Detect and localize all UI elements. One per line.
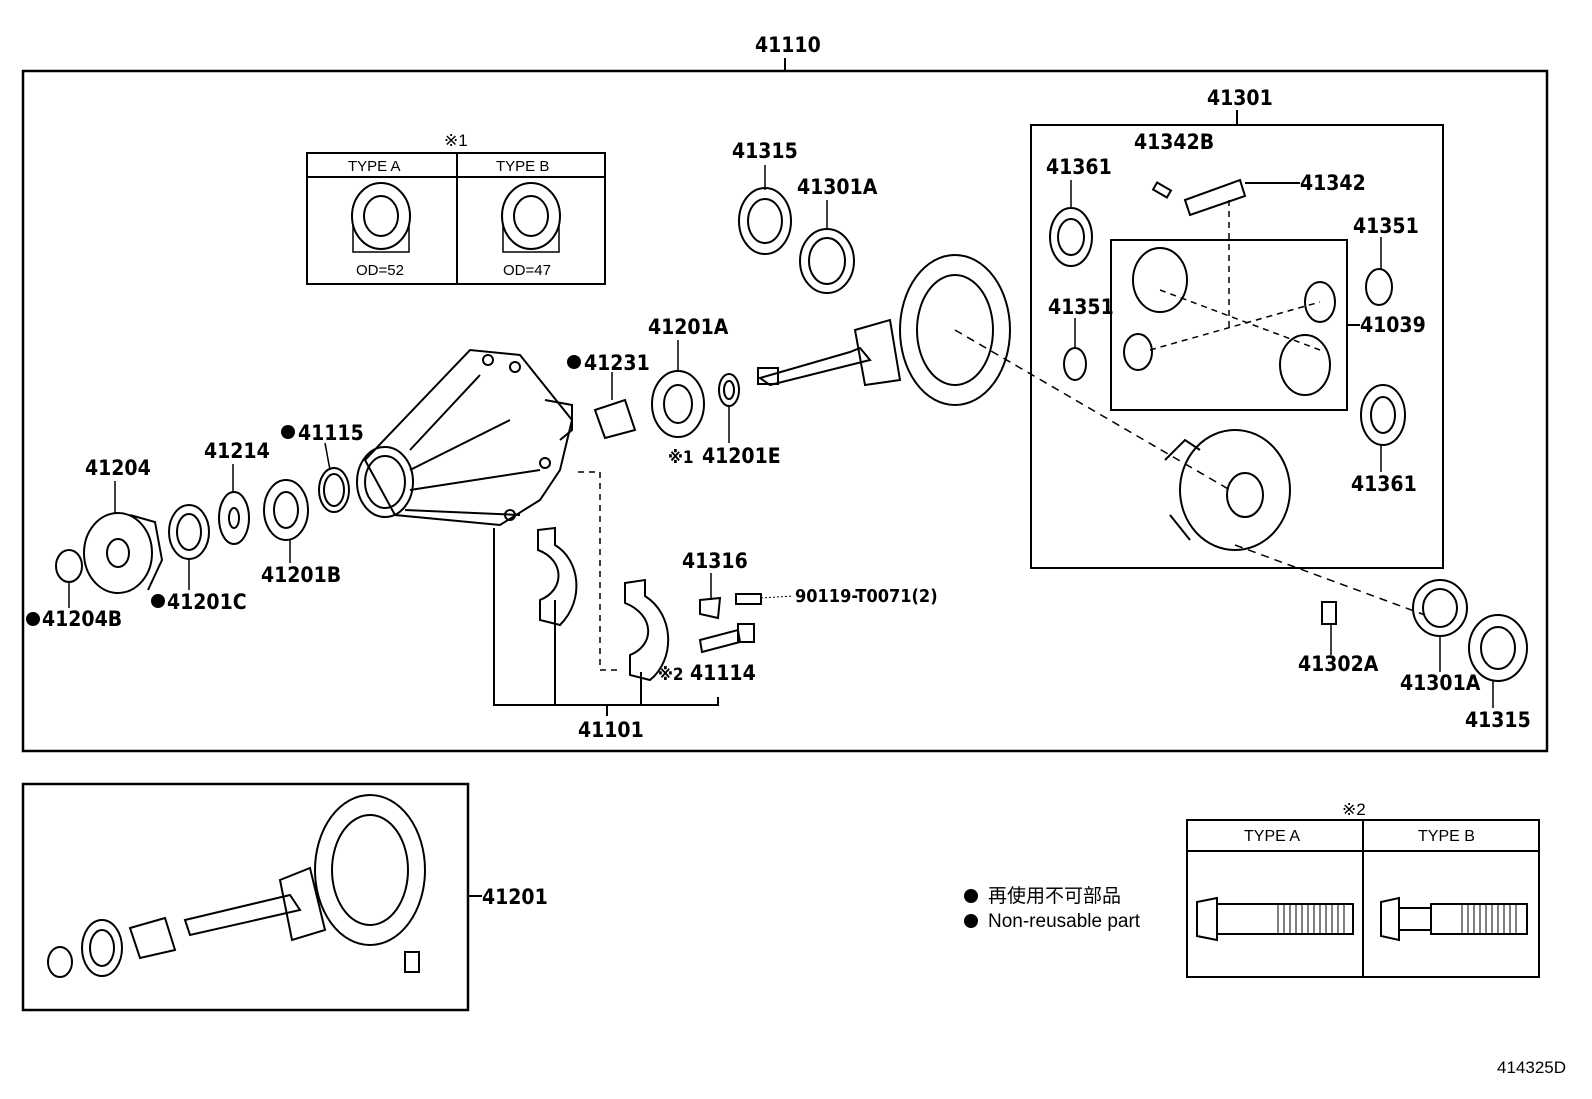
differential-case-frame: [1030, 124, 1444, 569]
label-90119-T0071: 90119-T0071(2): [795, 586, 938, 607]
label-41361-bottom: 41361: [1351, 472, 1417, 496]
carrier-housing: [356, 348, 574, 527]
table2-note: ※2: [1342, 800, 1366, 819]
label-41342B: 41342B: [1134, 130, 1214, 154]
bearing-41201A: [651, 370, 705, 438]
note-mark-2: ※2: [658, 665, 684, 685]
table1-od-b: OD=47: [503, 262, 551, 279]
label-41301A-top: 41301A: [797, 175, 878, 199]
label-41351-left: 41351: [1048, 295, 1114, 319]
diagram-id: 414325D: [1497, 1058, 1566, 1077]
spacer-41231: [593, 398, 637, 440]
ring-pinion-upper: [757, 254, 1011, 406]
label-41114: 41114: [690, 661, 756, 685]
label-41115: 41115: [298, 421, 364, 445]
legend-en: Non-reusable part: [988, 911, 1141, 932]
bearing-41201B: [263, 479, 309, 541]
label-41315-top: 41315: [732, 139, 798, 163]
label-41110: 41110: [755, 33, 821, 57]
label-41302A: 41302A: [1298, 652, 1379, 676]
label-41351-right: 41351: [1353, 214, 1419, 238]
label-41301A-bottom: 41301A: [1400, 671, 1481, 695]
label-41361-top: 41361: [1046, 155, 1112, 179]
table1-note: ※1: [444, 131, 468, 150]
ring-pinion-lower: [47, 794, 426, 978]
label-41039: 41039: [1360, 313, 1426, 337]
label-41101: 41101: [578, 718, 644, 742]
label-41316: 41316: [682, 549, 748, 573]
label-41315-bottom: 41315: [1465, 708, 1531, 732]
flange-41204: [83, 512, 153, 594]
table1-type-b: TYPE B: [496, 158, 549, 175]
bearing-41315-top: [738, 187, 792, 255]
table2-type-a: TYPE A: [1244, 828, 1300, 845]
bearing-41315-bot: [1468, 614, 1528, 682]
label-41342: 41342: [1300, 171, 1366, 195]
table2-type-b: TYPE B: [1418, 828, 1475, 845]
label-41204B: 41204B: [42, 607, 122, 631]
label-41201C: 41201C: [167, 590, 247, 614]
legend-jp: 再使用不可部品: [988, 885, 1121, 907]
label-41201: 41201: [482, 885, 548, 909]
ring-pinion-frame: [21, 782, 470, 1012]
label-41301: 41301: [1207, 86, 1273, 110]
table1-od-a: OD=52: [356, 262, 404, 279]
label-41231: 41231: [584, 351, 650, 375]
label-41201B: 41201B: [261, 563, 341, 587]
differential-case: [1164, 429, 1291, 551]
label-41201E: 41201E: [702, 444, 781, 468]
side-gear-pinion-set: [1123, 200, 1336, 396]
nut-41204B: [55, 549, 83, 583]
label-41214: 41214: [204, 439, 270, 463]
note-mark-1: ※1: [668, 448, 694, 468]
table1-type-a: TYPE A: [348, 158, 401, 175]
label-41204: 41204: [85, 456, 151, 480]
label-41201A: 41201A: [648, 315, 729, 339]
